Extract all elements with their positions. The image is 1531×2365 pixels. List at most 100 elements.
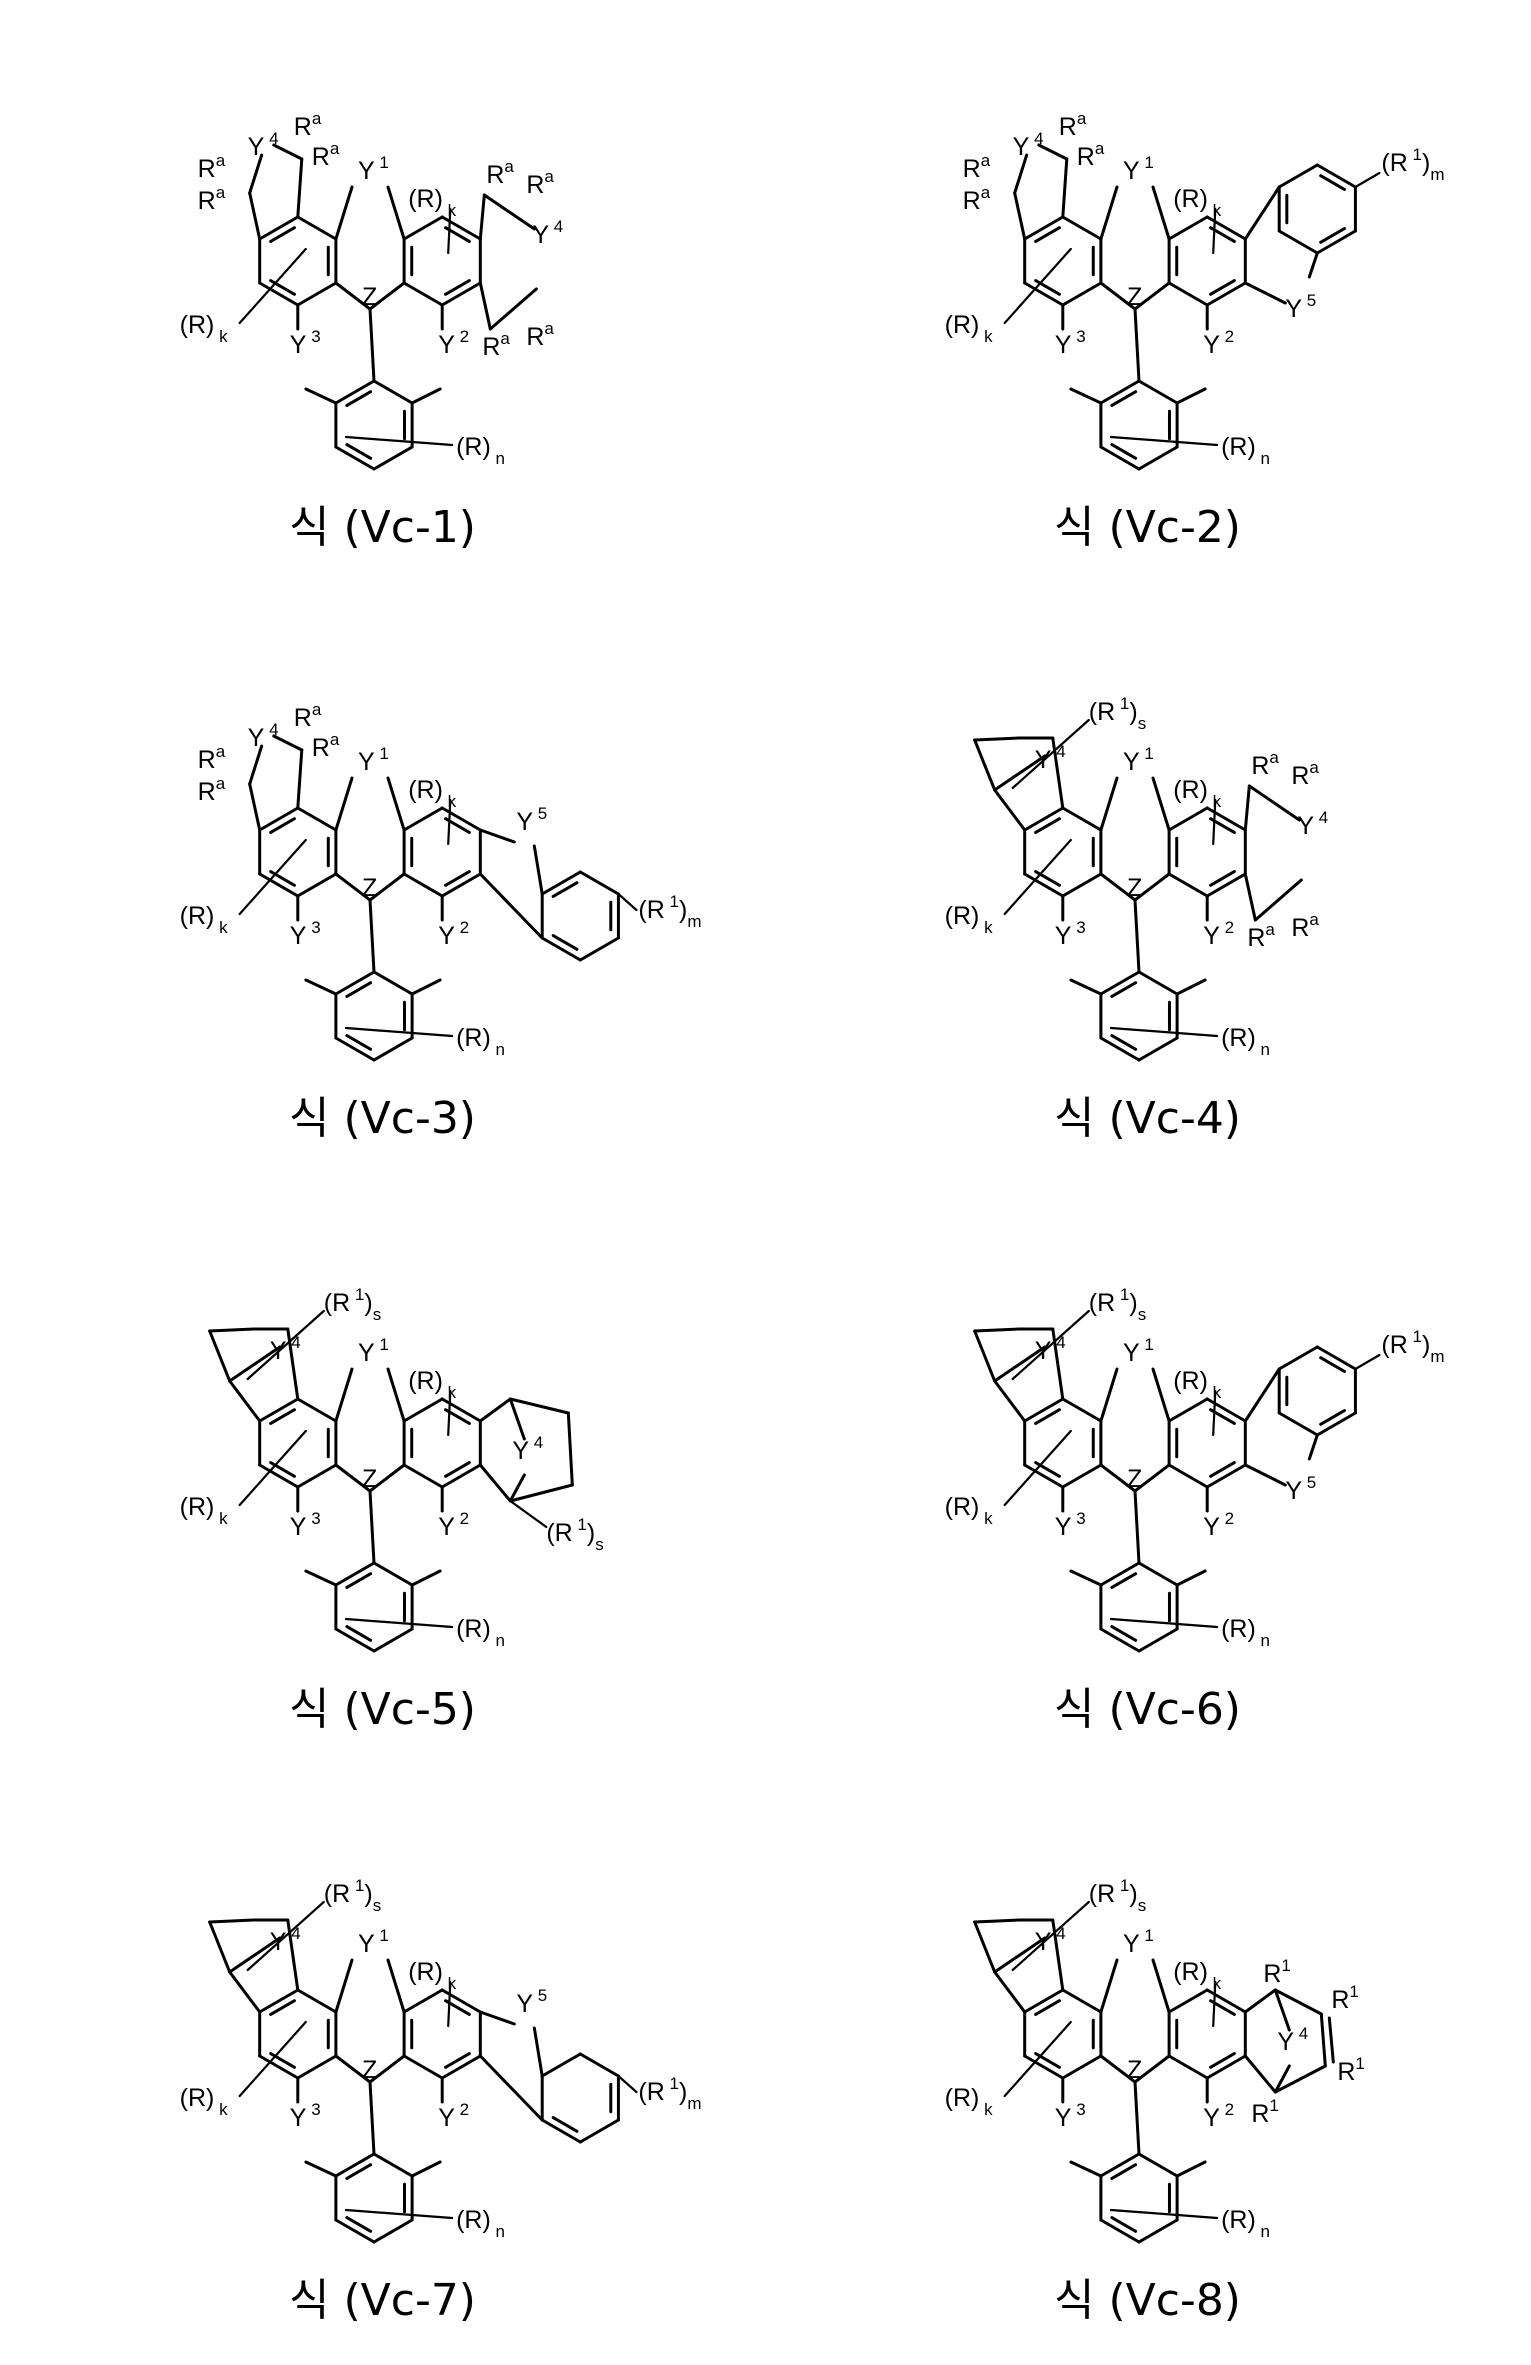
- caption-vc-6: 식 (Vc-6): [765, 1680, 1530, 1740]
- formula-vc-1: Y 1Y 3Y 2Z(R) n(R) k(R) kY 4RaRaRaRaY 4R…: [0, 0, 765, 591]
- y3-label: Y 3: [1055, 2100, 1086, 2132]
- right-ring-bond: [1169, 283, 1207, 305]
- rn-label: (R) n: [1221, 2206, 1270, 2241]
- y2-bond: [1177, 980, 1205, 994]
- left-ring-bond: [298, 1990, 336, 2012]
- y4-label: Y 4: [532, 217, 563, 249]
- left-ring-bond: [1063, 808, 1101, 830]
- rn-bond: [346, 1028, 452, 1036]
- fused-bond: [534, 2028, 542, 2076]
- r1m-label: (R 1)m: [638, 892, 701, 931]
- ra-label: Ra: [312, 730, 340, 762]
- bicyclo-bond: [230, 1381, 260, 1421]
- fused-bond: [1245, 283, 1285, 303]
- ra-label: Ra: [1251, 748, 1279, 780]
- bicyclo-bond: [480, 1465, 510, 1501]
- right-ring-bond: [1169, 874, 1207, 896]
- rk-left-label: (R) k: [180, 902, 228, 937]
- r1s-bond: [510, 1501, 546, 1527]
- left-ring-bond: [1063, 1465, 1101, 1487]
- y3-bond: [1071, 1571, 1101, 1585]
- y2-label: Y 2: [1203, 1509, 1234, 1541]
- y1-label: Y 1: [1123, 153, 1154, 185]
- ra-label: Ra: [526, 319, 554, 351]
- five-ring-bond: [1063, 159, 1067, 217]
- right-ring-bond: [404, 283, 442, 305]
- right-ring-bond: [1169, 1465, 1207, 1487]
- left-ring-bond: [1063, 2056, 1101, 2078]
- rn-label: (R) n: [1221, 433, 1270, 468]
- rk-left-bond: [240, 1431, 306, 1505]
- left-ring-bond: [298, 808, 336, 830]
- fused-bond: [480, 2056, 542, 2120]
- bottom-ring-bond: [374, 2220, 412, 2242]
- y1-bond: [336, 187, 352, 239]
- five-ring-bond: [480, 195, 484, 239]
- bicyclo-bond: [995, 790, 1025, 830]
- y3-bond: [1071, 2162, 1101, 2176]
- y3-label: Y 3: [290, 1509, 321, 1541]
- bottom-ring-bond: [1139, 1629, 1177, 1651]
- benzo-ring-bond: [542, 2054, 580, 2076]
- y3-label: Y 3: [1055, 1509, 1086, 1541]
- rk-left-label: (R) k: [945, 1493, 993, 1528]
- rk-left-bond: [1005, 249, 1071, 323]
- r1m-bond: [1355, 1355, 1379, 1369]
- five-ring-bond: [480, 283, 490, 329]
- y3-bond: [306, 2162, 336, 2176]
- bicyclo-bond: [1245, 2056, 1275, 2092]
- structure-group: Y 1Y 3Y 2Z(R) n(R) k(R) kY 4(R 1)s(R 1)s…: [180, 1285, 604, 1651]
- r1s-bond: [1013, 1311, 1089, 1379]
- y1-bond: [336, 1960, 352, 2012]
- y3-bond: [306, 389, 336, 403]
- r1s-label: (R 1)s: [546, 1515, 603, 1554]
- structure-group: Y 1Y 3Y 2Z(R) n(R) k(R) kY 4(R 1)sY 5(R …: [945, 1285, 1445, 1651]
- five-ring-bond: [484, 195, 534, 229]
- z-bond: [1135, 309, 1139, 381]
- bottom-ring-bond: [1139, 381, 1177, 403]
- y2-label: Y 2: [1203, 2100, 1234, 2132]
- fused-bond: [1245, 1465, 1285, 1485]
- r1m-label: (R 1)m: [1381, 1327, 1444, 1366]
- five-ring-bond: [250, 784, 260, 830]
- z-bond: [1135, 900, 1139, 972]
- r1m-bond: [618, 894, 636, 910]
- y4-label: Y 4: [1035, 742, 1066, 774]
- r1m-bond: [618, 2076, 636, 2092]
- left-ring-bond: [1063, 1990, 1101, 2012]
- rk-left-bond: [1005, 2022, 1071, 2096]
- left-ring-bond: [298, 2056, 336, 2078]
- caption-vc-1: 식 (Vc-1): [0, 498, 765, 558]
- left-ring-bond: [1063, 874, 1101, 896]
- bicyclo-bond: [510, 1399, 568, 1413]
- ra-label: Ra: [1077, 139, 1105, 171]
- right-ring-bond: [404, 2056, 442, 2078]
- z-bond: [370, 2082, 374, 2154]
- ra-label: Ra: [1291, 910, 1319, 942]
- y2-label: Y 2: [438, 2100, 469, 2132]
- y2-bond: [412, 980, 440, 994]
- bottom-ring-bond: [374, 447, 412, 469]
- rk-left-label: (R) k: [945, 2084, 993, 2119]
- ra-label: Ra: [294, 700, 322, 732]
- structure-group: Y 1Y 3Y 2Z(R) n(R) k(R) kY 4RaRaRaRaY 4R…: [180, 109, 564, 469]
- z-label: Z: [362, 283, 377, 311]
- ra-label: Ra: [198, 774, 226, 806]
- bicyclo-bond: [995, 1381, 1025, 1421]
- five-ring-bond: [1245, 786, 1249, 830]
- rn-bond: [1111, 437, 1217, 445]
- left-ring-bond: [298, 1399, 336, 1421]
- formula-vc-6: Y 1Y 3Y 2Z(R) n(R) k(R) kY 4(R 1)sY 5(R …: [765, 1182, 1530, 1773]
- rn-label: (R) n: [456, 2206, 505, 2241]
- y4-label: Y 4: [270, 1924, 301, 1956]
- bicyclo-bond: [995, 1972, 1025, 2012]
- y3-label: Y 3: [290, 2100, 321, 2132]
- ra-label: Ra: [198, 742, 226, 774]
- r1s-label: (R 1)s: [324, 1285, 381, 1324]
- y4-label: Y 4: [248, 720, 279, 752]
- right-ring-bond: [404, 1990, 442, 2012]
- benzo-ring-bond: [1279, 1413, 1317, 1435]
- left-ring-bond: [1063, 1399, 1101, 1421]
- benzo-ring-bond: [580, 2054, 618, 2076]
- bicyclo-bond: [568, 1413, 572, 1485]
